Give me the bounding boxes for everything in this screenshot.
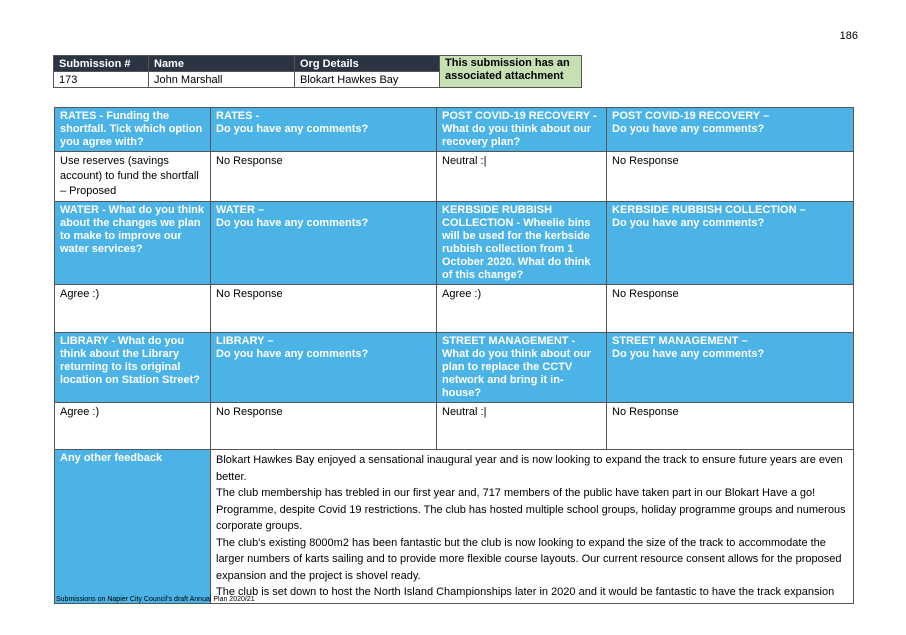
name-value: John Marshall: [148, 71, 295, 88]
feedback-paragraph: Blokart Hawkes Bay enjoyed a sensational…: [216, 454, 843, 483]
answer-cell: No Response: [606, 402, 854, 450]
question-row: WATER - What do you think about the chan…: [54, 201, 854, 285]
answer-row: Agree :) No Response Neutral :| No Respo…: [54, 402, 854, 450]
question-cell: KERBSIDE RUBBISH COLLECTION - Wheelie bi…: [436, 201, 607, 285]
submission-number-header: Submission #: [53, 55, 149, 72]
answer-cell: Agree :): [436, 284, 607, 333]
answer-cell: No Response: [210, 284, 437, 333]
question-row: LIBRARY - What do you think about the Li…: [54, 332, 854, 403]
question-row: RATES - Funding the shortfall. Tick whic…: [54, 107, 854, 152]
answer-cell: No Response: [606, 284, 854, 333]
answer-cell: Use reserves (savings account) to fund t…: [54, 151, 211, 202]
answer-cell: No Response: [210, 151, 437, 202]
question-cell: LIBRARY - What do you think about the Li…: [54, 332, 211, 403]
question-cell: WATER - What do you think about the chan…: [54, 201, 211, 285]
feedback-label: Any other feedback: [54, 449, 211, 604]
answer-row: Agree :) No Response Agree :) No Respons…: [54, 284, 854, 333]
submission-table: Submission # Name Org Details This submi…: [53, 55, 582, 88]
question-cell: POST COVID-19 RECOVERY -What do you thin…: [436, 107, 607, 152]
feedback-row: Any other feedback Blokart Hawkes Bay en…: [54, 449, 854, 604]
question-cell: WATER –Do you have any comments?: [210, 201, 437, 285]
question-cell: RATES -Do you have any comments?: [210, 107, 437, 152]
org-details-value: Blokart Hawkes Bay: [294, 71, 440, 88]
question-cell: STREET MANAGEMENT - What do you think ab…: [436, 332, 607, 403]
question-cell: KERBSIDE RUBBISH COLLECTION –Do you have…: [606, 201, 854, 285]
answer-cell: No Response: [606, 151, 854, 202]
page-footer: Submissions on Napier City Council's dra…: [56, 596, 255, 603]
question-cell: POST COVID-19 RECOVERY –Do you have any …: [606, 107, 854, 152]
answer-cell: Neutral :|: [436, 151, 607, 202]
question-cell: RATES - Funding the shortfall. Tick whic…: [54, 107, 211, 152]
submission-responses-table: RATES - Funding the shortfall. Tick whic…: [54, 107, 854, 604]
feedback-paragraph: The club membership has trebled in our f…: [216, 487, 846, 532]
org-details-header: Org Details: [294, 55, 440, 72]
feedback-paragraph: The club is set down to host the North I…: [216, 586, 835, 598]
question-cell: LIBRARY –Do you have any comments?: [210, 332, 437, 403]
answer-cell: Agree :): [54, 284, 211, 333]
feedback-text: Blokart Hawkes Bay enjoyed a sensational…: [210, 449, 854, 604]
page-number: 186: [839, 30, 858, 42]
question-cell: STREET MANAGEMENT –Do you have any comme…: [606, 332, 854, 403]
attachment-note: This submission has an associated attach…: [439, 55, 582, 88]
answer-row: Use reserves (savings account) to fund t…: [54, 151, 854, 202]
submission-number-value: 173: [53, 71, 149, 88]
answer-cell: Neutral :|: [436, 402, 607, 450]
feedback-paragraph: The club's existing 8000m2 has been fant…: [216, 536, 842, 582]
name-header: Name: [148, 55, 295, 72]
answer-cell: No Response: [210, 402, 437, 450]
answer-cell: Agree :): [54, 402, 211, 450]
